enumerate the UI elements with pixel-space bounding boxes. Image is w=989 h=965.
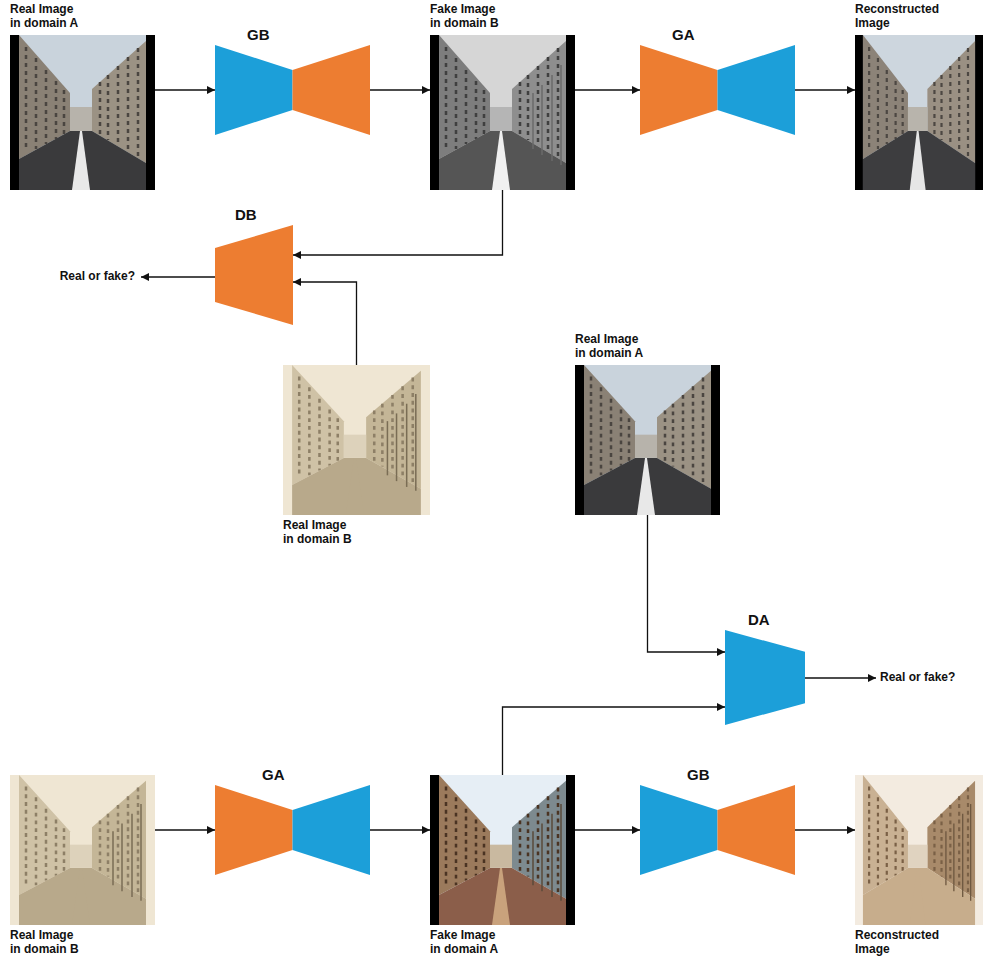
flow-arrow (648, 515, 726, 652)
text-group: GB (247, 26, 270, 43)
discriminator-trapezoid (725, 630, 805, 725)
text-group: Reconstructed Image (855, 3, 945, 31)
image-panel: Real Image in domain A (10, 3, 155, 190)
text-group: DB (235, 206, 257, 223)
discriminator-shape (215, 225, 293, 325)
street-photo (855, 35, 983, 190)
flow-arrow (293, 190, 503, 255)
image-panel: Reconstructed Image (855, 775, 983, 957)
block-label: DB (235, 206, 257, 223)
image-caption: Real Image in domain B (10, 929, 84, 957)
encoder-half (215, 785, 293, 875)
flow-arrow (155, 89, 215, 90)
street-photo (283, 365, 430, 515)
street-photo (575, 365, 720, 515)
output-arrow (141, 276, 215, 277)
flow-arrow (575, 89, 640, 90)
discriminator-block: DB (215, 206, 293, 325)
block-label: GB (687, 766, 710, 783)
output-label: Real or fake? (60, 270, 135, 284)
image-caption: Real Image in domain A (575, 333, 649, 361)
text-group: Real Image in domain B (10, 929, 84, 957)
connectors (155, 90, 855, 830)
decoder-half (293, 45, 371, 135)
image-panel: Fake Image in domain A (430, 775, 575, 957)
image-panel: Fake Image in domain B (430, 3, 575, 190)
discriminator-block: DA (725, 611, 805, 725)
flow-arrow (155, 829, 215, 830)
generator-shape (215, 45, 370, 135)
block-label: DA (748, 611, 770, 628)
image-caption: Reconstructed Image (855, 3, 945, 31)
image-panel: Real Image in domain B (283, 365, 430, 547)
text-group: GA (262, 766, 285, 783)
text-group: GA (672, 26, 695, 43)
discriminator-trapezoid (215, 225, 293, 325)
generator-shape (640, 785, 795, 875)
flow-arrow (503, 707, 726, 775)
encoder-half (215, 45, 293, 135)
text-group: GB (687, 766, 710, 783)
text-group: Real Image in domain A (575, 333, 649, 361)
generator-block: GB (215, 26, 370, 135)
generator-block: GA (215, 766, 370, 875)
text-group: DA (748, 611, 770, 628)
text-group: Fake Image in domain B (430, 3, 504, 31)
street-photo (10, 35, 155, 190)
block-label: GA (672, 26, 695, 43)
discriminator-shape (725, 630, 805, 725)
decoder-half (718, 45, 796, 135)
flow-arrow (370, 829, 430, 830)
street-photo (10, 775, 155, 925)
street-photo (855, 775, 983, 925)
flow-arrow (370, 89, 430, 90)
text-group: Fake Image in domain A (430, 929, 504, 957)
generator-block: GB (640, 766, 795, 875)
flow-arrow (795, 829, 855, 830)
generator-shape (215, 785, 370, 875)
encoder-half (640, 785, 718, 875)
output-arrow (805, 677, 876, 678)
block-label: GA (262, 766, 285, 783)
generator-block: GA (640, 26, 795, 135)
image-panel: Real Image in domain B (10, 775, 155, 957)
output-label: Real or fake? (880, 671, 955, 685)
block-label: GB (247, 26, 270, 43)
text-group: Real Image in domain A (10, 3, 84, 31)
image-caption: Fake Image in domain A (430, 929, 504, 957)
street-photo (430, 775, 575, 925)
flow-arrow (575, 829, 640, 830)
generator-shape (640, 45, 795, 135)
decoder-half (293, 785, 371, 875)
image-caption: Fake Image in domain B (430, 3, 504, 31)
image-panel: Reconstructed Image (855, 3, 983, 190)
text-group: Real Image in domain B (283, 519, 357, 547)
image-caption: Reconstructed Image (855, 929, 945, 957)
encoder-half (640, 45, 718, 135)
flow-arrow (795, 89, 855, 90)
decoder-half (718, 785, 796, 875)
image-caption: Real Image in domain A (10, 3, 84, 31)
image-caption: Real Image in domain B (283, 519, 357, 547)
flow-arrow (293, 282, 357, 365)
street-photo (430, 35, 575, 190)
image-panel: Real Image in domain A (575, 333, 720, 515)
text-group: Reconstructed Image (855, 929, 945, 957)
